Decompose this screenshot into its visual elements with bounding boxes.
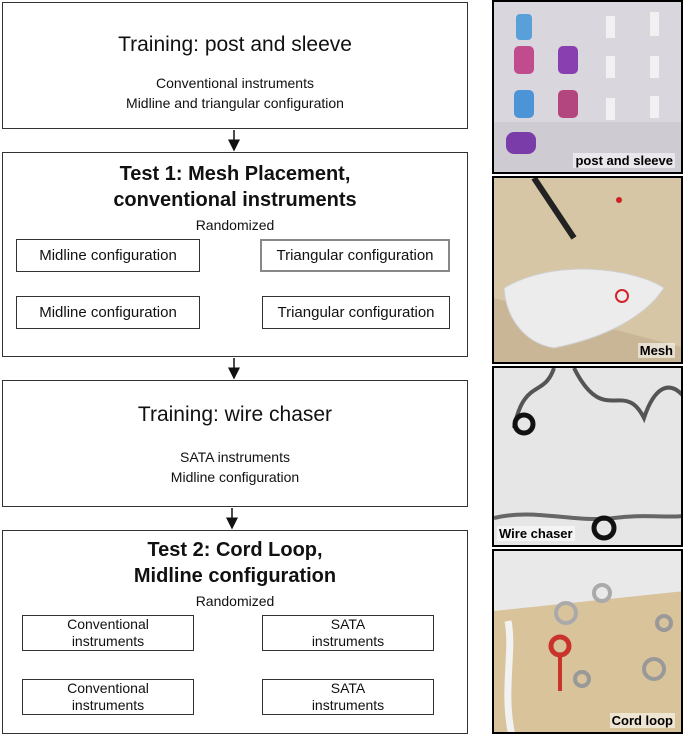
training2-line2: Midline configuration <box>170 469 300 485</box>
test2-conventional-top: Conventional instruments <box>22 615 194 651</box>
test2-sata-top-line2: instruments <box>311 633 385 649</box>
test2-title-line2: Midline configuration <box>133 565 337 587</box>
test2-sata-top-line1: SATA <box>330 616 366 632</box>
training1-title: Training: post and sleeve <box>118 33 352 56</box>
cord-loop-illustration <box>494 551 681 732</box>
test2-sata-top: SATA instruments <box>262 615 434 651</box>
wire-chaser-illustration <box>494 368 681 545</box>
training2-line1: SATA instruments <box>180 449 290 465</box>
test2-sata-bottom-line2: instruments <box>311 697 385 713</box>
test2-sata-bottom: SATA instruments <box>262 679 434 715</box>
test1-midline-config-bottom: Midline configuration <box>16 296 200 329</box>
training1-line2: Midline and triangular configuration <box>126 95 344 111</box>
test1-triangular-config-bottom: Triangular configuration <box>262 296 450 329</box>
test1-randomized: Randomized <box>195 217 275 233</box>
test2-conventional-bottom: Conventional instruments <box>22 679 194 715</box>
test2-sata-bottom-line1: SATA <box>330 680 366 696</box>
test2-conventional-top-line1: Conventional <box>67 616 149 632</box>
test2-conventional-bottom-line2: instruments <box>71 697 145 713</box>
photo-label-cord-loop: Cord loop <box>609 713 675 728</box>
photo-label-mesh: Mesh <box>637 343 675 358</box>
photo-wire-chaser: Wire chaser <box>492 366 683 547</box>
training-post-sleeve-box: Training: post and sleeve Conventional i… <box>2 2 468 129</box>
test1-midline-config-top: Midline configuration <box>16 239 200 272</box>
post-sleeve-illustration <box>494 2 681 172</box>
photo-mesh: Mesh <box>492 176 683 364</box>
test1-title-line1: Test 1: Mesh Placement, <box>119 163 351 185</box>
test1-title-line2: conventional instruments <box>113 189 357 211</box>
training-wire-chaser-box: Training: wire chaser SATA instruments M… <box>2 380 468 507</box>
mesh-illustration <box>494 178 681 362</box>
test2-conventional-top-line2: instruments <box>71 633 145 649</box>
test1-triangular-config-top: Triangular configuration <box>260 239 450 272</box>
test2-randomized: Randomized <box>195 593 275 609</box>
test2-title-line1: Test 2: Cord Loop, <box>147 539 323 561</box>
training2-title: Training: wire chaser <box>137 403 333 426</box>
photo-cord-loop: Cord loop <box>492 549 683 734</box>
photo-label-post-and-sleeve: post and sleeve <box>573 153 675 168</box>
photo-label-wire-chaser: Wire chaser <box>497 526 575 541</box>
test2-conventional-bottom-line1: Conventional <box>67 680 149 696</box>
training1-line1: Conventional instruments <box>156 75 314 91</box>
photo-post-and-sleeve: post and sleeve <box>492 0 683 174</box>
